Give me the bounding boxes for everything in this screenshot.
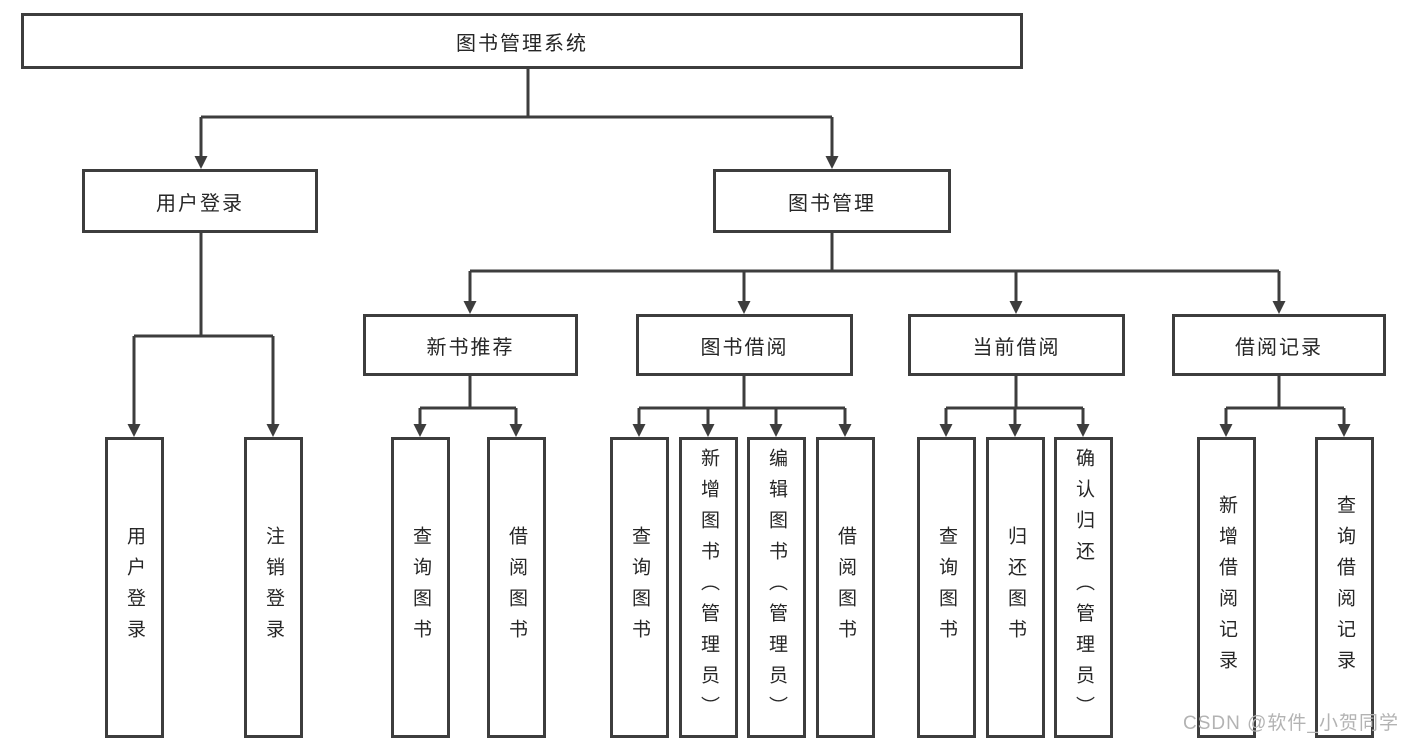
node-label: 图书管理 [788,192,876,215]
node-label: 新增图书（管理员） [698,448,719,727]
node-label: 查询图书 [936,525,957,650]
node-current-borrowing: 当前借阅 [908,314,1125,376]
node-label: 新书推荐 [426,336,515,359]
node-label: 借阅图书 [835,525,856,650]
node-label: 用户登录 [124,525,145,650]
connector-records-children [1224,376,1346,425]
leaf-borrowing-query-books: 查询图书 [610,437,669,738]
leaf-borrowing-add-books-admin: 新增图书（管理员） [679,437,738,738]
connector-current-children [944,376,1085,425]
leaf-user-login: 用户登录 [105,437,164,738]
node-label: 用户登录 [156,192,244,215]
node-label: 查询图书 [410,525,431,650]
node-label: 借阅记录 [1235,336,1323,359]
connector-root-to-level2 [199,69,834,157]
node-label: 归还图书 [1005,525,1026,650]
node-label: 确认归还（管理员） [1073,448,1094,727]
leaf-current-confirm-return-admin: 确认归还（管理员） [1054,437,1113,738]
connector-user-login-children [132,233,275,425]
node-borrowing-records: 借阅记录 [1172,314,1386,376]
leaf-borrowing-edit-books-admin: 编辑图书（管理员） [747,437,806,738]
node-user-login: 用户登录 [82,169,318,233]
leaf-records-query-borrow-record: 查询借阅记录 [1315,437,1374,738]
node-label: 图书借阅 [700,336,789,359]
node-label: 查询借阅记录 [1334,494,1355,681]
node-label: 注销登录 [263,525,284,650]
leaf-borrowing-borrow-books: 借阅图书 [816,437,875,738]
leaf-current-query-books: 查询图书 [917,437,976,738]
node-label: 图书管理系统 [456,32,588,55]
node-root-system: 图书管理系统 [21,13,1023,69]
leaf-newbook-query-books: 查询图书 [391,437,450,738]
node-label: 查询图书 [629,525,650,650]
node-book-borrowing: 图书借阅 [636,314,853,376]
node-label: 借阅图书 [506,525,527,650]
node-book-management: 图书管理 [713,169,951,233]
leaf-logout: 注销登录 [244,437,303,738]
watermark: CSDN @软件_小贺同学 [1183,713,1399,734]
leaf-newbook-borrow-books: 借阅图书 [487,437,546,738]
connector-newbook-children [418,376,518,425]
node-label: 编辑图书（管理员） [766,448,787,727]
node-new-book-recommend: 新书推荐 [363,314,578,376]
leaf-records-add-borrow-record: 新增借阅记录 [1197,437,1256,738]
leaf-current-return-books: 归还图书 [986,437,1045,738]
node-label: 新增借阅记录 [1216,494,1237,681]
connector-borrow-children [637,376,847,425]
node-label: 当前借阅 [972,336,1061,359]
connector-book-mgmt-to-level3 [468,233,1281,302]
